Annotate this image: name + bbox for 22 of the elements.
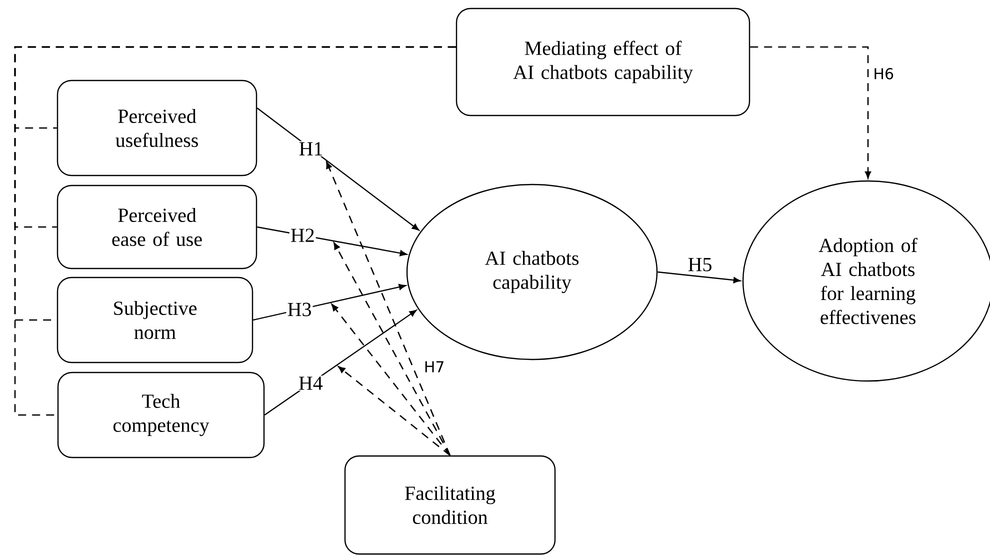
- construct-box: Perceived ease of use: [56, 184, 258, 270]
- construct-box: Subjective norm: [56, 276, 254, 364]
- edge-label: H3: [286, 302, 313, 318]
- dashed-arrow: [326, 162, 451, 456]
- edge-label: H6: [872, 67, 896, 80]
- construct-box: Mediating effect of AI chatbots capability: [456, 8, 750, 116]
- edge-label: H2: [289, 228, 316, 243]
- dashed-arrow: [750, 46, 871, 178]
- edge-label: H7: [422, 360, 446, 374]
- dashed-arrow: [331, 304, 451, 456]
- arrow: [264, 310, 417, 416]
- construct-box: Facilitating condition: [344, 455, 556, 555]
- dashed-line: [14, 46, 456, 416]
- arrow: [256, 108, 420, 231]
- edge-label: H5: [686, 257, 714, 272]
- dashed-arrow: [338, 366, 450, 456]
- edge-label: H4: [297, 376, 324, 391]
- construct-box: Perceived usefulness: [56, 80, 258, 176]
- dashed-arrow: [334, 242, 451, 456]
- construct-box: Tech competency: [57, 372, 265, 458]
- arrow: [658, 271, 741, 284]
- edge-label: H1: [298, 141, 324, 156]
